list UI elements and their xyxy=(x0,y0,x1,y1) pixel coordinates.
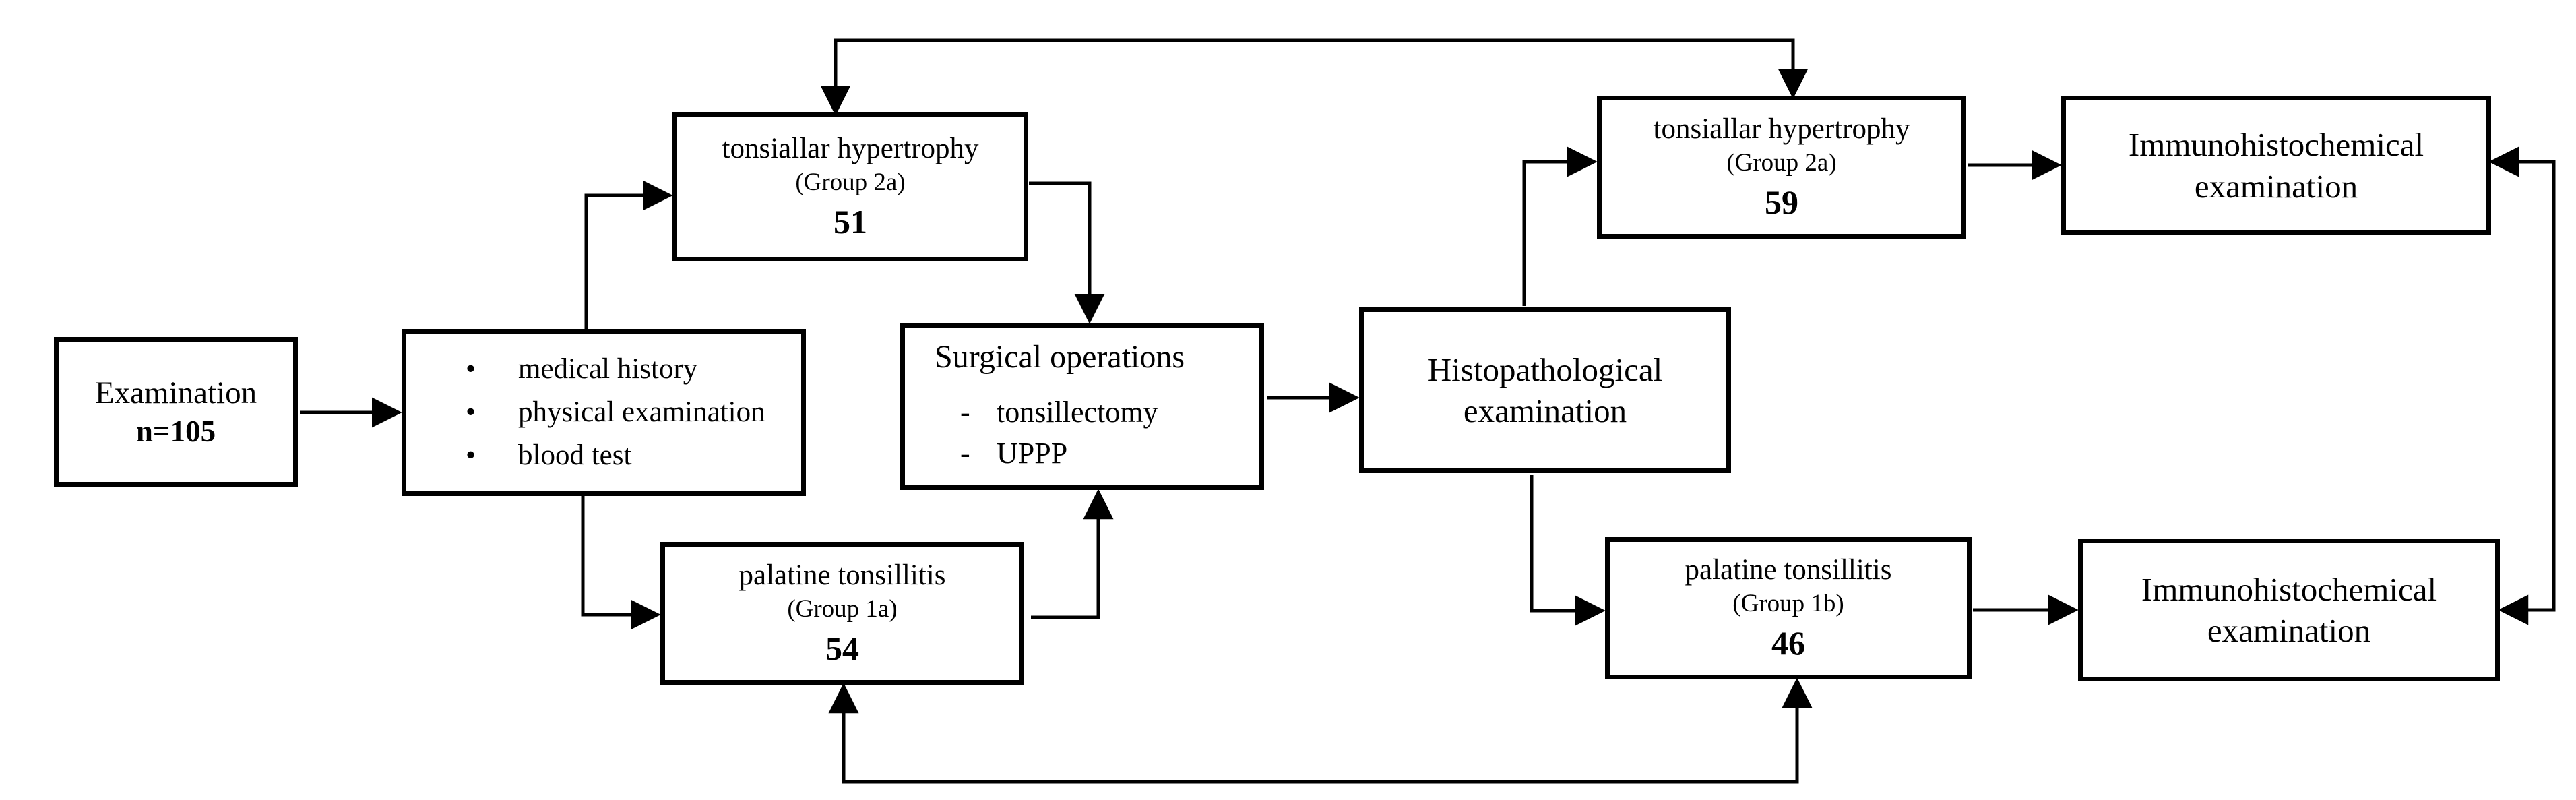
tonsillitis-post-title: palatine tonsillitis xyxy=(1685,554,1892,586)
node-examination: Examination n=105 xyxy=(54,337,298,487)
immuno-bottom-line1: Immunohistochemical xyxy=(2141,570,2437,608)
immuno-top-line2: examination xyxy=(2194,167,2358,205)
hypertrophy-post-title: tonsiallar hypertrophy xyxy=(1653,113,1910,145)
node-intake-workup: medical history physical examination blo… xyxy=(402,329,806,496)
arrow-histopathological-to-hypertrophy-post xyxy=(1522,146,1598,306)
node-hypertrophy-post: tonsiallar hypertrophy (Group 2a) 59 xyxy=(1597,96,1966,239)
immuno-top-line1: Immunohistochemical xyxy=(2128,126,2424,164)
surgical-item: tonsillectomy xyxy=(960,394,1158,431)
tonsillitis-pre-count: 54 xyxy=(825,629,859,667)
node-histopathological: Histopathological examination xyxy=(1359,307,1731,473)
surgical-list: tonsillectomy UPPP xyxy=(905,390,1158,476)
node-immuno-bottom: Immunohistochemical examination xyxy=(2078,539,2500,681)
examination-label: Examination xyxy=(94,375,257,410)
tonsillitis-post-group: (Group 1b) xyxy=(1732,590,1844,617)
tonsillitis-post-count: 46 xyxy=(1771,624,1805,663)
hypertrophy-post-count: 59 xyxy=(1765,183,1798,221)
node-surgical-operations: Surgical operations tonsillectomy UPPP xyxy=(900,323,1264,490)
node-immuno-top: Immunohistochemical examination xyxy=(2061,96,2491,235)
workup-item: medical history xyxy=(466,351,765,388)
hypertrophy-post-group: (Group 2a) xyxy=(1726,148,1837,177)
hypertrophy-pre-count: 51 xyxy=(834,202,867,241)
node-tonsillitis-post: palatine tonsillitis (Group 1b) 46 xyxy=(1605,537,1972,679)
tonsillitis-pre-group: (Group 1a) xyxy=(787,594,898,623)
histopathological-line1: Histopathological xyxy=(1427,350,1663,388)
arrow-histopathological-to-tonsillitis-post xyxy=(1530,475,1606,626)
connector-bottom-tonsillitis-link xyxy=(828,677,1813,784)
workup-list: medical history physical examination blo… xyxy=(406,344,765,480)
node-hypertrophy-pre: tonsiallar hypertrophy (Group 2a) 51 xyxy=(672,112,1028,261)
tonsillitis-pre-title: palatine tonsillitis xyxy=(739,559,946,591)
node-tonsillitis-pre: palatine tonsillitis (Group 1a) 54 xyxy=(660,542,1024,685)
arrow-workup-to-hypertrophy-pre xyxy=(584,180,673,330)
connector-top-hypertrophy-link xyxy=(820,38,1809,116)
surgical-item: UPPP xyxy=(960,435,1158,472)
histopathological-line2: examination xyxy=(1463,392,1627,429)
workup-item: blood test xyxy=(466,437,765,474)
arrow-workup-to-tonsillitis-pre xyxy=(581,489,661,630)
hypertrophy-pre-group: (Group 2a) xyxy=(795,168,906,196)
arrow-hypertrophy-pre-to-surgical xyxy=(1029,181,1105,324)
workup-item: physical examination xyxy=(466,394,765,431)
arrow-tonsillitis-pre-to-surgical xyxy=(1031,489,1114,619)
connector-right-immuno-link xyxy=(2488,146,2556,625)
immuno-bottom-line2: examination xyxy=(2207,612,2371,649)
hypertrophy-pre-title: tonsiallar hypertrophy xyxy=(722,132,979,164)
examination-count: n=105 xyxy=(135,414,216,449)
surgical-title: Surgical operations xyxy=(935,339,1185,375)
